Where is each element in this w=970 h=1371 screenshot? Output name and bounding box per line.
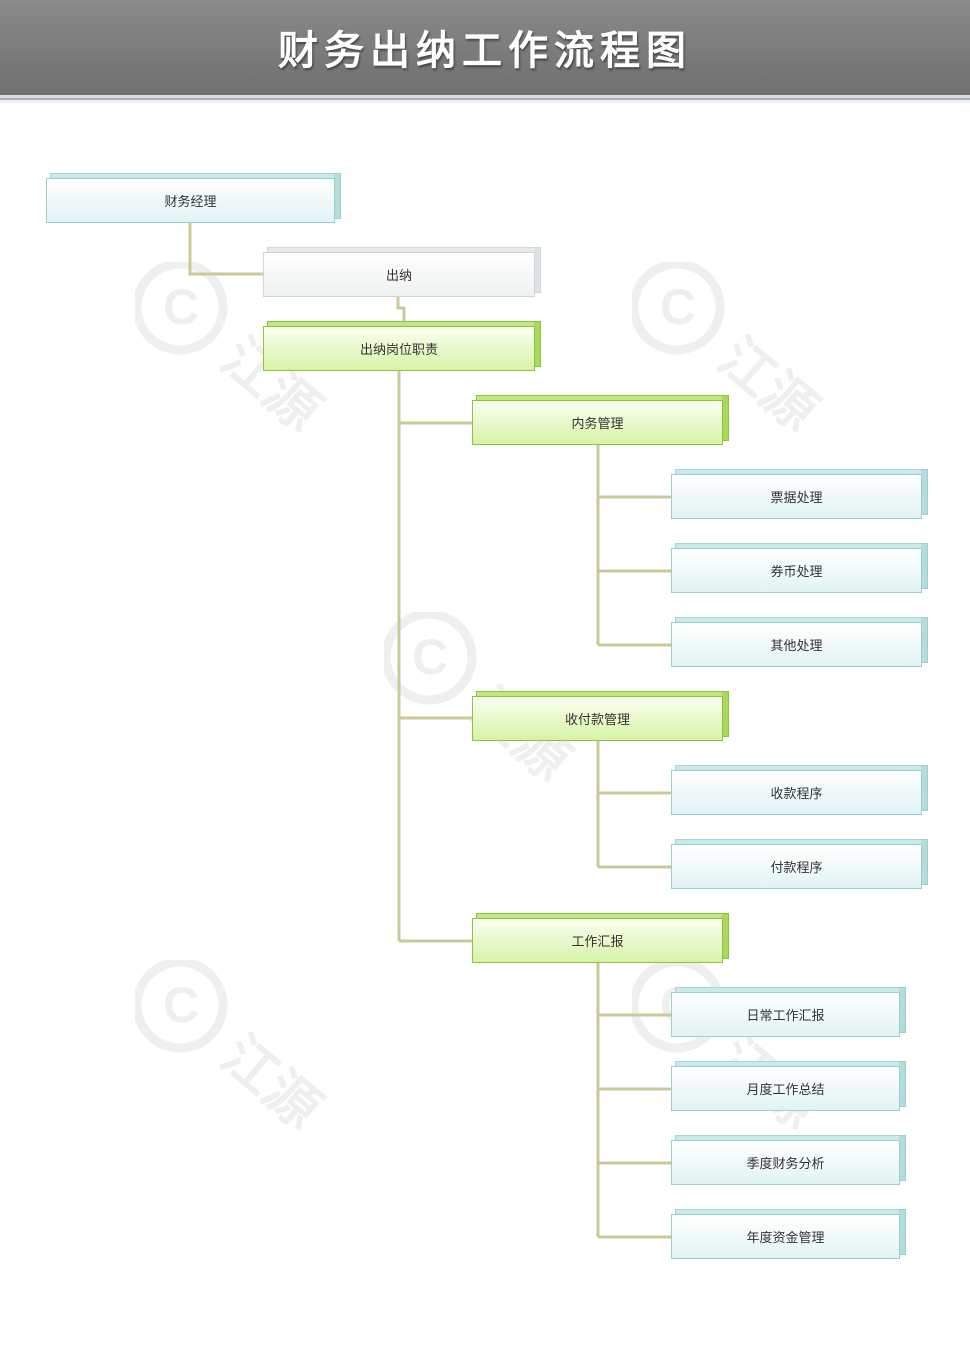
node-label: 付款程序 xyxy=(671,844,922,889)
node-cashier: 出纳 xyxy=(263,247,541,297)
node-label: 票据处理 xyxy=(671,474,922,519)
node-finance-manager: 财务经理 xyxy=(46,173,341,223)
node-other-processing: 其他处理 xyxy=(671,617,928,667)
watermark-letter: C xyxy=(660,279,696,335)
node-cashier-duties: 出纳岗位职责 xyxy=(263,321,541,371)
node-label: 内务管理 xyxy=(472,400,723,445)
connector-cashier-to-duties xyxy=(396,297,406,322)
node-label: 年度资金管理 xyxy=(671,1214,900,1259)
node-label: 出纳岗位职责 xyxy=(263,326,535,371)
watermark-letter: C xyxy=(163,977,199,1033)
watermark-letter: C xyxy=(412,629,448,685)
node-annual-fund-management: 年度资金管理 xyxy=(671,1209,906,1259)
node-label: 券币处理 xyxy=(671,548,922,593)
node-currency-processing: 券币处理 xyxy=(671,543,928,593)
node-label: 其他处理 xyxy=(671,622,922,667)
node-label: 日常工作汇报 xyxy=(671,992,900,1037)
node-label: 收付款管理 xyxy=(472,696,723,741)
connector-manager-to-cashier xyxy=(188,223,265,276)
node-label: 月度工作总结 xyxy=(671,1066,900,1111)
node-work-report: 工作汇报 xyxy=(472,913,729,963)
node-monthly-summary: 月度工作总结 xyxy=(671,1061,906,1111)
node-label: 出纳 xyxy=(263,252,535,297)
page-title: 财务出纳工作流程图 xyxy=(278,28,692,74)
node-label: 工作汇报 xyxy=(472,918,723,963)
node-daily-report: 日常工作汇报 xyxy=(671,987,906,1037)
node-bill-processing: 票据处理 xyxy=(671,469,928,519)
watermark-logo: C 江源 xyxy=(135,960,333,1141)
node-label: 季度财务分析 xyxy=(671,1140,900,1185)
node-receipt-procedure: 收款程序 xyxy=(671,765,928,815)
header-divider xyxy=(0,95,970,103)
watermark-letter: C xyxy=(163,279,199,335)
node-label: 收款程序 xyxy=(671,770,922,815)
title-banner: 财务出纳工作流程图 xyxy=(0,0,970,95)
node-quarterly-analysis: 季度财务分析 xyxy=(671,1135,906,1185)
node-internal-management: 内务管理 xyxy=(472,395,729,445)
node-receipt-payment-management: 收付款管理 xyxy=(472,691,729,741)
node-payment-procedure: 付款程序 xyxy=(671,839,928,889)
node-label: 财务经理 xyxy=(46,178,335,223)
